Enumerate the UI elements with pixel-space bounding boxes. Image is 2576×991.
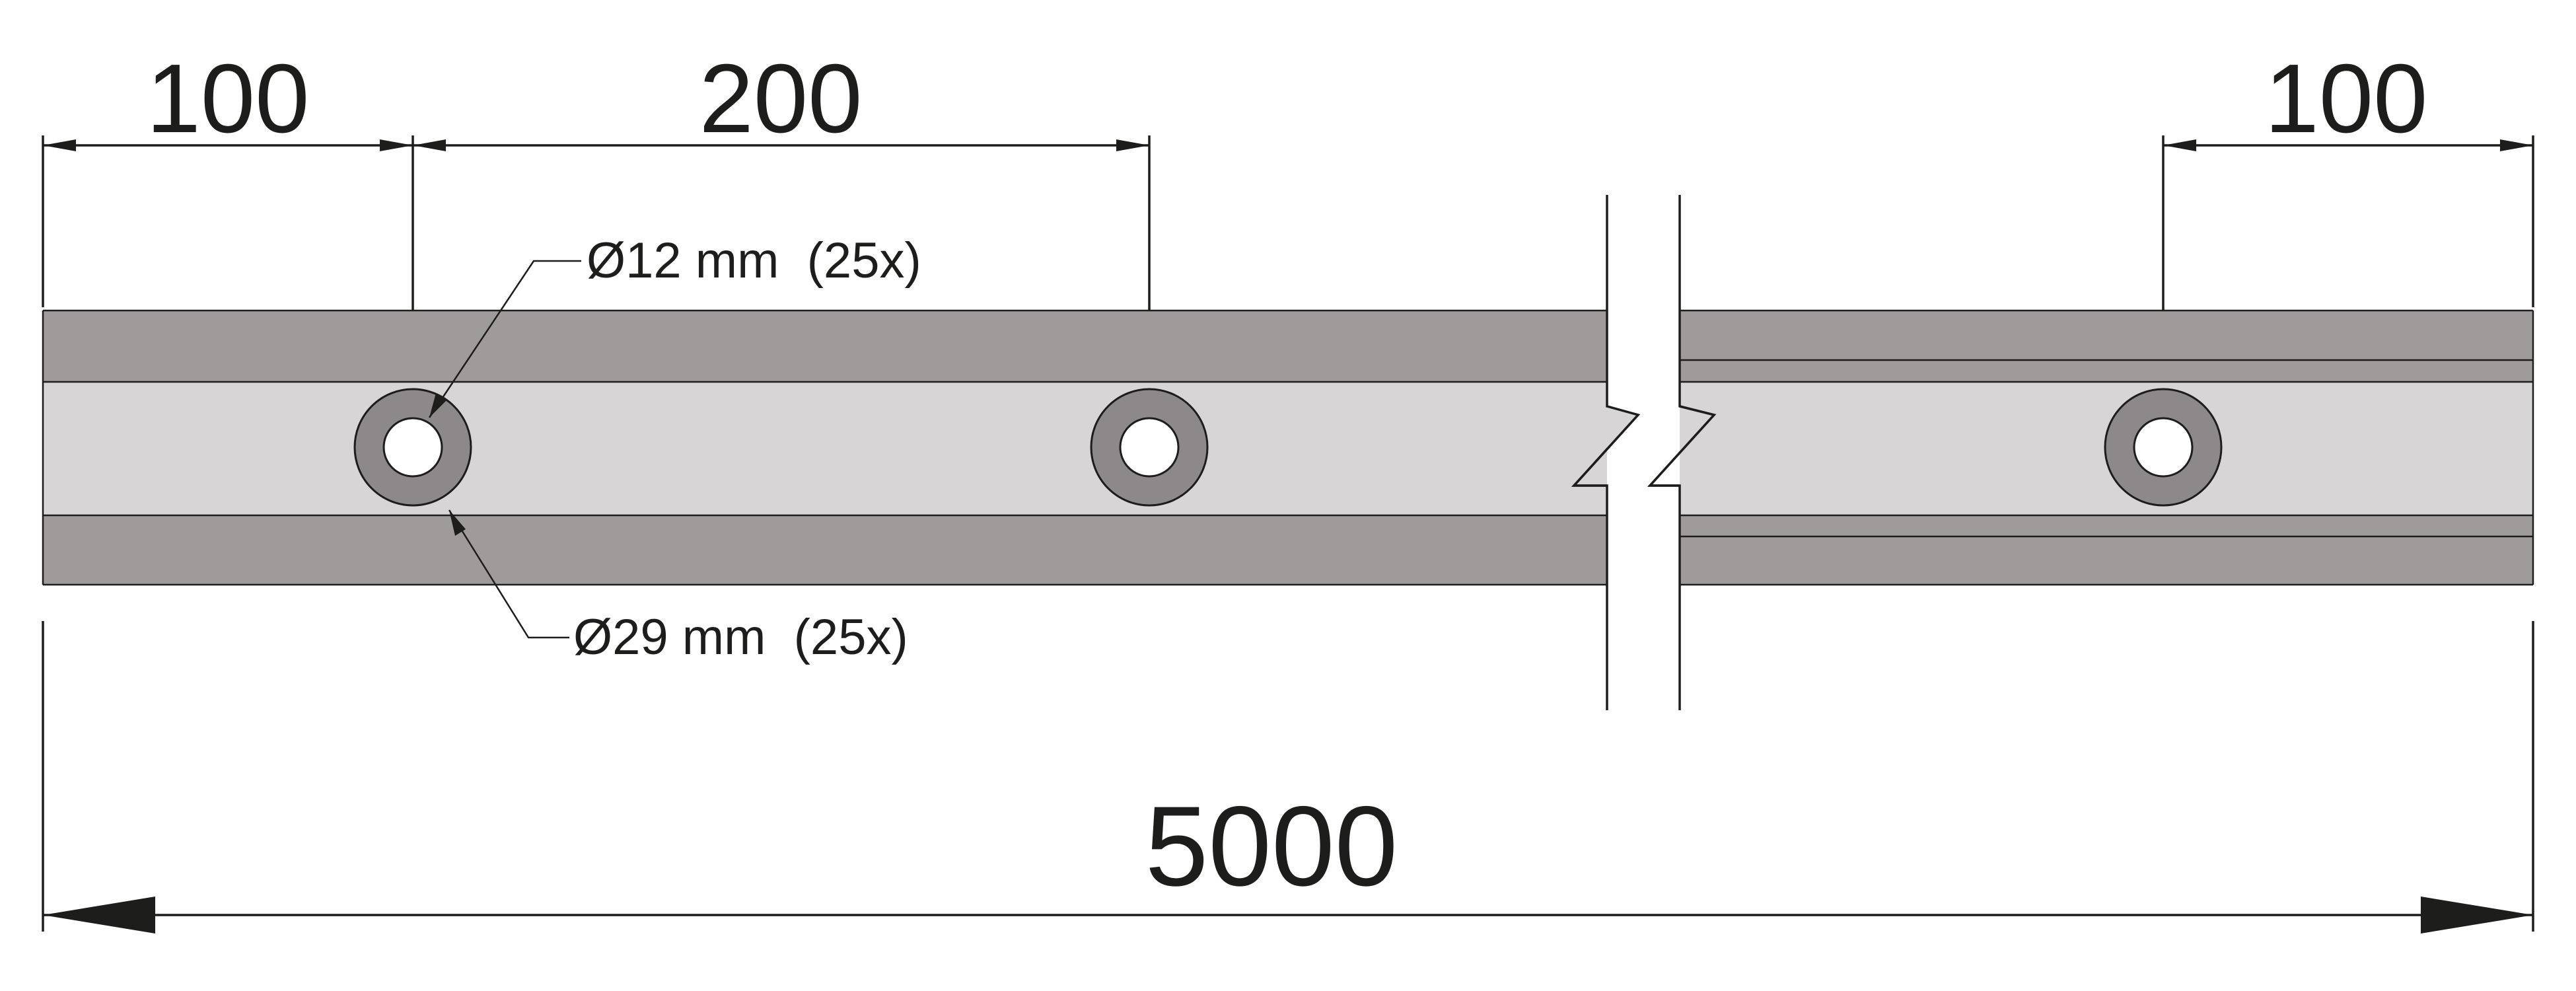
rail-top-band-right	[1680, 311, 2533, 382]
dimension-total-length: 5000	[42, 621, 2534, 934]
callout-outer-ring-label: Ø29 mm (25x)	[573, 609, 908, 665]
hole-2	[1090, 388, 1209, 507]
rail-bottom-band-right	[1680, 515, 2533, 585]
rail-bottom-band	[43, 515, 1607, 585]
callout-inner-hole: Ø12 mm (25x)	[428, 233, 921, 418]
dimension-left-offset: 100	[42, 44, 414, 311]
dimension-hole-spacing: 200	[413, 44, 1151, 311]
inner-hole	[382, 417, 443, 478]
hole-3	[2104, 388, 2223, 507]
dimension-right-offset: 100	[2162, 44, 2534, 311]
rail-center-band	[43, 382, 1607, 515]
dim-label-total-length: 5000	[1145, 783, 1398, 910]
rail-right-segment	[1680, 309, 2534, 586]
callout-inner-hole-label: Ø12 mm (25x)	[587, 233, 921, 289]
rail-top-band	[43, 311, 1607, 382]
break-symbol	[1571, 195, 1717, 710]
dim-label-right-offset: 100	[2265, 44, 2428, 153]
inner-hole	[1119, 417, 1180, 478]
rail-left-segment	[42, 309, 1607, 586]
dim-label-hole-spacing: 200	[699, 44, 863, 153]
inner-hole	[2133, 417, 2194, 478]
hole-1	[353, 388, 472, 507]
dim-label-left-offset: 100	[147, 44, 310, 153]
callout-outer-ring: Ø29 mm (25x)	[448, 509, 908, 665]
